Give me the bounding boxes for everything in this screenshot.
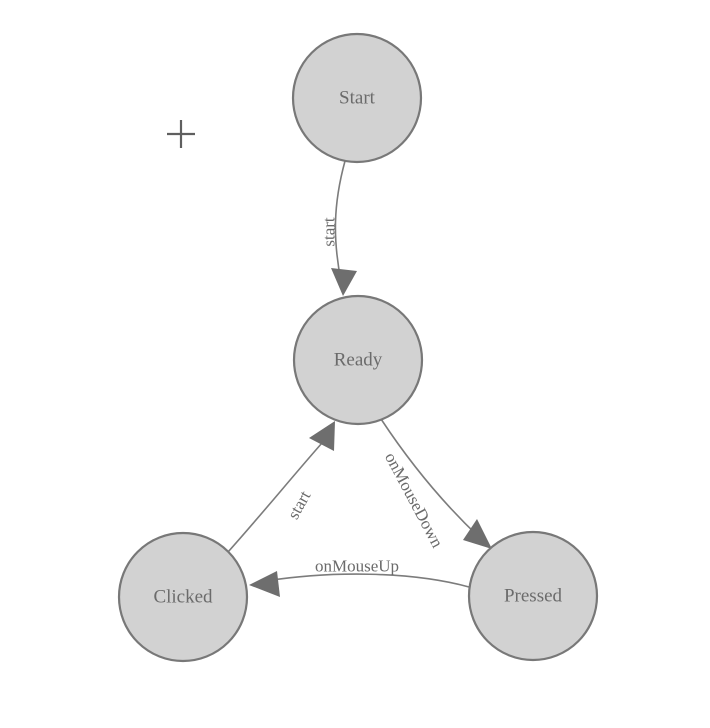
edge-start-to-ready-arrowhead [331, 268, 357, 296]
edge-pressed-to-clicked[interactable]: onMouseUp [249, 557, 470, 598]
edge-clicked-to-ready-path [227, 442, 323, 553]
edge-label-clicked-to-ready: start [284, 487, 315, 522]
edge-pressed-to-clicked-arrowhead [249, 571, 280, 597]
edge-label-pressed-to-clicked: onMouseUp [315, 557, 399, 576]
edge-clicked-to-ready-arrowhead [309, 421, 335, 451]
node-ready-circle[interactable] [292, 294, 424, 426]
edge-start-to-ready[interactable]: start [320, 160, 358, 296]
node-start[interactable]: Start [291, 32, 423, 164]
edge-ready-to-pressed[interactable]: onMouseDown [380, 418, 492, 551]
edge-pressed-to-clicked-path [265, 573, 470, 588]
node-pressed-circle[interactable] [467, 530, 599, 662]
edge-clicked-to-ready[interactable]: start [227, 421, 335, 553]
node-start-circle[interactable] [291, 32, 423, 164]
edge-start-to-ready-path [334, 160, 346, 282]
edge-ready-to-pressed-path [380, 418, 481, 539]
edge-label-start-to-ready: start [320, 217, 339, 247]
node-pressed[interactable]: Pressed [467, 530, 599, 662]
node-clicked[interactable]: Clicked [117, 531, 249, 663]
node-ready-label: Ready [334, 350, 383, 371]
node-pressed-label: Pressed [504, 586, 563, 607]
node-clicked-circle[interactable] [117, 531, 249, 663]
crosshair-cursor-icon [167, 120, 195, 148]
node-ready[interactable]: Ready [292, 294, 424, 426]
node-start-label: Start [339, 88, 376, 109]
edge-ready-to-pressed-arrowhead [463, 519, 492, 549]
node-clicked-label: Clicked [153, 587, 213, 608]
